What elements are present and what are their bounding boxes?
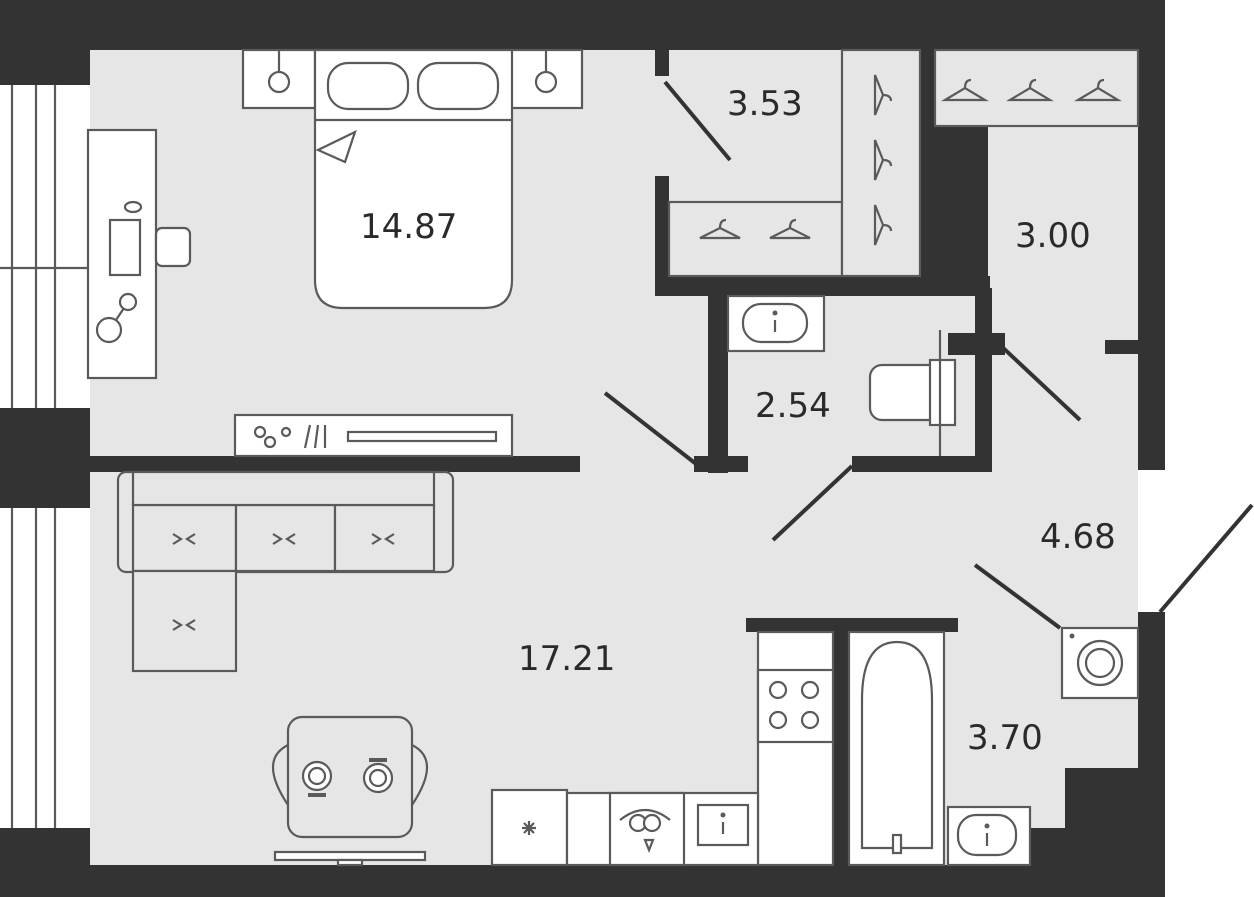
room-area-hallway: 4.68 xyxy=(1040,517,1116,557)
windows xyxy=(0,85,115,828)
wall-bottom xyxy=(0,865,1165,897)
sofa-chaise xyxy=(131,569,238,673)
wall-top xyxy=(0,0,1165,50)
bathtub xyxy=(847,630,946,867)
room-area-bathroom: 3.70 xyxy=(967,718,1043,758)
walls xyxy=(0,0,1165,897)
wardrobe-hangers xyxy=(667,48,1140,278)
kitchen xyxy=(490,630,835,867)
toilet-fixtures xyxy=(726,294,957,456)
door-bathroom xyxy=(973,563,1062,630)
room-labels: 14.87 3.53 3.00 2.54 4.68 17.21 3.70 xyxy=(360,84,1116,758)
bedroom-furniture xyxy=(86,48,584,458)
door-bedroom xyxy=(603,391,702,469)
pillow-left xyxy=(326,61,410,111)
window-left-bottom xyxy=(0,508,90,828)
double-bed xyxy=(313,48,514,310)
wall-wardrobe-bottom xyxy=(655,276,990,296)
door-toilet xyxy=(771,464,854,542)
wall-left-top xyxy=(0,0,90,85)
window-left-top xyxy=(0,85,90,408)
wall-bath-top xyxy=(746,618,958,632)
wall-wardrobe-left xyxy=(655,176,669,288)
door-closet xyxy=(998,343,1082,422)
pillow-right xyxy=(416,61,500,111)
stove xyxy=(756,668,835,744)
doors xyxy=(603,80,1254,630)
wall-right-top xyxy=(1138,0,1165,470)
wall-bath-left xyxy=(833,618,849,865)
room-area-wardrobe-small: 3.53 xyxy=(727,84,803,124)
wall-bathroom-corner xyxy=(1030,768,1138,865)
door-entrance xyxy=(1158,503,1254,614)
wall-toilet-right-stub xyxy=(948,333,1005,355)
room-area-living-kitchen: 17.21 xyxy=(518,639,615,679)
wall-closet-stub xyxy=(1105,340,1138,354)
kitchen-sink xyxy=(608,791,686,867)
wall-bedroom-living xyxy=(90,456,580,472)
living-furniture xyxy=(116,470,455,867)
wall-toilet-bottom-left xyxy=(694,456,748,472)
room-area-bedroom: 14.87 xyxy=(360,207,457,247)
room-area-wardrobe-large: 3.00 xyxy=(1015,216,1091,256)
stove-counter xyxy=(756,630,835,867)
door-wardrobe xyxy=(663,80,732,162)
room-area-toilet: 2.54 xyxy=(755,386,831,426)
wall-left-mid xyxy=(0,408,90,508)
wall-toilet-bottom-right xyxy=(852,456,992,472)
wall-right-bottom xyxy=(1138,612,1165,897)
dining-table xyxy=(286,715,414,839)
wall-toilet-left xyxy=(708,288,728,473)
wall-toilet-right xyxy=(975,288,992,472)
bathroom-fixtures xyxy=(847,626,1140,867)
wall-wardrobe-top-stub xyxy=(655,50,669,76)
